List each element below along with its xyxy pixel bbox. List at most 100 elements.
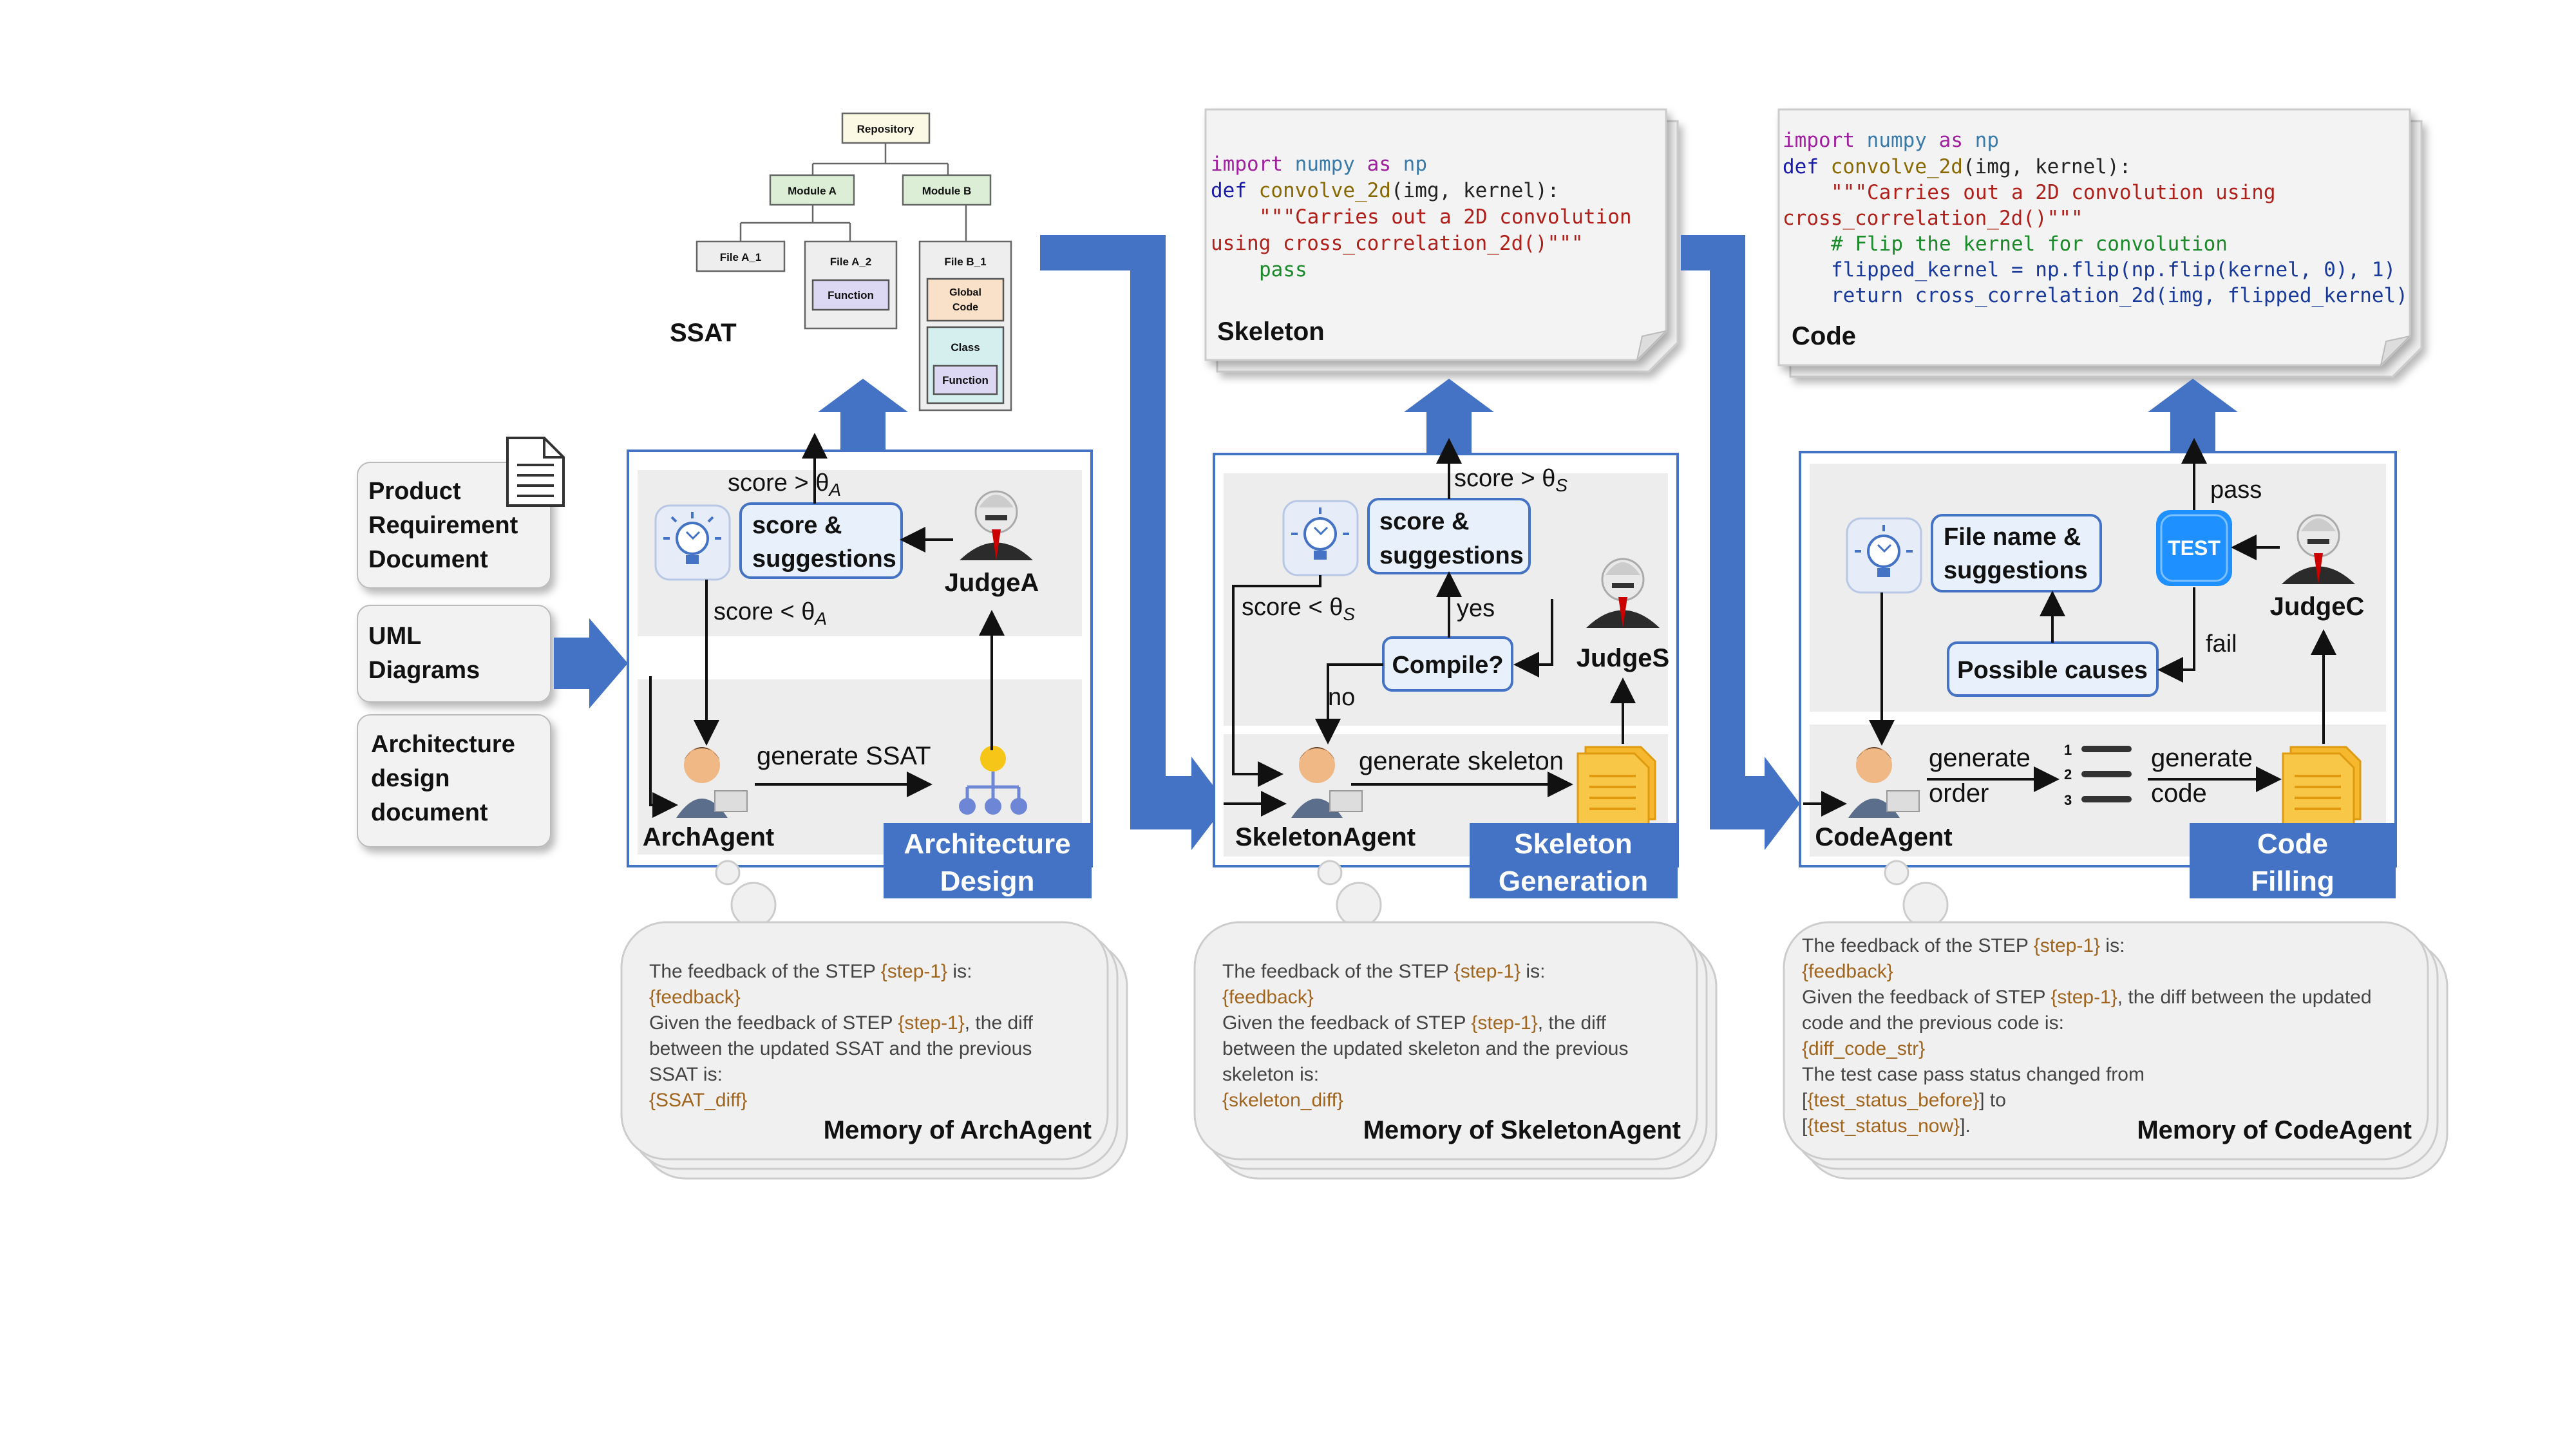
stage2-no: no xyxy=(1328,684,1355,711)
svg-text:3: 3 xyxy=(2064,792,2072,808)
stage3-action2-line-2: code xyxy=(2151,779,2207,808)
skeleton-code-line-5: pass xyxy=(1259,258,1307,281)
stage3-title-line-2: Filling xyxy=(2251,866,2334,897)
memory3-bubble xyxy=(1783,860,2448,1180)
svg-text:2: 2 xyxy=(2064,766,2072,782)
stage1-score-line-2: suggestions xyxy=(752,545,896,573)
skeleton-code-line-2: def convolve_2d(img, kernel): xyxy=(1211,179,1559,202)
input-prd-box: Product Requirement Document xyxy=(357,462,551,589)
arch-doc-line-2: design xyxy=(371,765,450,792)
flow-arrow-1-2 xyxy=(1040,235,1227,850)
skeleton-agent-avatar xyxy=(1291,747,1363,818)
memory1-bubble xyxy=(620,860,1128,1180)
svg-text:1: 1 xyxy=(2064,742,2072,758)
stage2-yes: yes xyxy=(1457,595,1495,622)
memory2-title: Memory of SkeletonAgent xyxy=(1363,1116,1681,1144)
file-name-line-2: suggestions xyxy=(1944,557,2088,584)
arch-agent-avatar xyxy=(676,747,748,818)
document-icon xyxy=(506,437,565,507)
uml-line-2: Diagrams xyxy=(368,657,480,684)
ssat-module-a: Module A xyxy=(788,185,837,197)
test-icon: TEST xyxy=(2156,510,2232,586)
judge-s-label: JudgeS xyxy=(1577,644,1669,672)
stage1-action: generate SSAT xyxy=(757,742,931,770)
stage3-title-line-1: Code xyxy=(2257,828,2328,860)
lightbulb-icon xyxy=(1282,500,1359,576)
test-icon-label: TEST xyxy=(2168,536,2221,560)
ssat-tree: Repository Module A Module B File A_1 Fi… xyxy=(696,112,1012,412)
ordered-list-icon: 1 2 3 xyxy=(2064,742,2132,808)
stage2-title-line-2: Generation xyxy=(1499,866,1648,897)
stage2-title: Skeleton Generation xyxy=(1470,823,1678,898)
memory3-line-5: {diff_code_str} xyxy=(1802,1038,1925,1059)
stage3-action1-line-1: generate xyxy=(1929,744,2031,772)
stage1-up-arrow xyxy=(818,379,908,451)
memory2-line-1: The feedback of the STEP {step-1} is: xyxy=(1222,961,1545,982)
possible-causes-box: Possible causes xyxy=(1947,641,2159,697)
memory3-line-6: The test case pass status changed from xyxy=(1802,1064,2145,1085)
memory1-line-6: {SSAT_diff} xyxy=(649,1090,747,1111)
stage3-title: Code Filling xyxy=(2190,823,2396,898)
stage1-title-line-2: Design xyxy=(940,866,1035,897)
code-label: Code xyxy=(1792,322,1856,350)
stage2-arrows xyxy=(1224,438,1636,817)
stage2-score-line-2: suggestions xyxy=(1379,542,1524,569)
ssat-class: Class xyxy=(951,341,980,354)
code-line-6: flipped_kernel = np.flip(np.flip(kernel,… xyxy=(1831,258,2396,281)
judge-c-avatar xyxy=(2282,514,2355,584)
input-uml-box: UML Diagrams xyxy=(357,605,551,703)
memory3-line-1: The feedback of the STEP {step-1} is: xyxy=(1802,935,2125,956)
ssat-file-a1: File A_1 xyxy=(720,251,762,263)
code-line-4: cross_correlation_2d()""" xyxy=(1783,207,2083,230)
stage3-fail: fail xyxy=(2206,630,2237,658)
ssat-global-code-1: Global xyxy=(949,287,981,298)
code-line-5: # Flip the kernel for convolution xyxy=(1831,232,2228,256)
memory3-line-8: [{test_status_now}]. xyxy=(1802,1115,1971,1137)
code-agent-avatar xyxy=(1848,747,1920,818)
memory2-line-5: skeleton is: xyxy=(1222,1064,1319,1085)
ssat-file-b1: File B_1 xyxy=(944,256,986,268)
hierarchy-icon xyxy=(959,746,1027,815)
lightbulb-icon xyxy=(654,504,731,581)
memory3-title: Memory of CodeAgent xyxy=(2137,1116,2412,1144)
arch-doc-line-1: Architecture xyxy=(371,731,515,758)
judge-a-avatar xyxy=(960,490,1033,560)
memory3-line-2: {feedback} xyxy=(1802,961,1893,982)
memory1-line-2: {feedback} xyxy=(649,987,741,1008)
uml-line-1: UML xyxy=(368,623,421,650)
stage3-arrows xyxy=(1803,438,2336,817)
ssat-repository: Repository xyxy=(857,123,914,135)
code-line-3: """Carries out a 2D convolution using xyxy=(1831,181,2276,204)
code-line-2: def convolve_2d(img, kernel): xyxy=(1783,155,2131,178)
code-line-1: import numpy as np xyxy=(1783,129,1999,152)
stage3-action2-line-1: generate xyxy=(2151,744,2253,772)
memory1-line-5: SSAT is: xyxy=(649,1064,723,1085)
ssat-label: SSAT xyxy=(670,319,737,347)
stage2-score-lt: score < θS xyxy=(1242,594,1355,624)
memory1-line-3: Given the feedback of STEP {step-1}, the… xyxy=(649,1012,1034,1034)
ssat-function-a2: Function xyxy=(828,289,874,301)
skeleton-code-line-3: """Carries out a 2D convolution xyxy=(1259,205,1632,229)
ssat-module-b: Module B xyxy=(922,185,972,197)
possible-causes-label: Possible causes xyxy=(1957,657,2148,684)
stage2-title-line-1: Skeleton xyxy=(1514,828,1632,860)
memory2-line-2: {feedback} xyxy=(1222,987,1314,1008)
stage3-pass: pass xyxy=(2210,477,2262,504)
stage1-score-gt: score > θA xyxy=(728,469,841,500)
stage2-score-gt: score > θS xyxy=(1454,465,1567,495)
skeleton-code-line-4: using cross_correlation_2d()""" xyxy=(1211,232,1584,255)
lightbulb-icon xyxy=(1846,517,1922,594)
ssat-file-a2: File A_2 xyxy=(830,256,872,268)
judge-c-label: JudgeC xyxy=(2270,592,2365,621)
document-icon xyxy=(1577,746,1656,827)
code-line-7: return cross_correlation_2d(img, flipped… xyxy=(1831,284,2408,307)
ssat-global-code-2: Code xyxy=(952,302,978,313)
memory1-line-1: The feedback of the STEP {step-1} is: xyxy=(649,961,972,982)
arch-doc-line-3: document xyxy=(371,799,488,826)
stage1-title-line-1: Architecture xyxy=(904,828,1070,860)
stage3-up-arrow xyxy=(2148,379,2238,452)
input-arch-doc-box: Architecture design document xyxy=(357,714,551,848)
prd-line-3: Document xyxy=(368,546,488,573)
stage1-score-box: score & suggestions xyxy=(739,502,903,579)
